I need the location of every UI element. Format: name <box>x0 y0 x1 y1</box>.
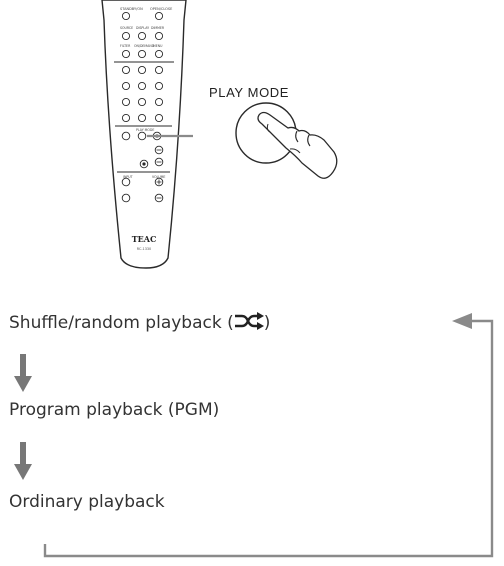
remote-label-ondemand: ON/DEMAND <box>134 44 155 48</box>
remote-play-mode-button[interactable] <box>137 131 147 141</box>
flow-step-program: Program playback (PGM) <box>9 400 220 420</box>
down-arrow-2 <box>14 464 32 480</box>
return-loop <box>43 313 494 558</box>
remote-label-input: INPUT <box>123 175 133 179</box>
flow-step-shuffle-text: Shuffle/random playback ( <box>9 313 234 333</box>
play-mode-button-illustration <box>235 102 338 179</box>
remote-model-label: RC-1330 <box>137 247 151 251</box>
remote-control: STANDBY/ON OPEN/CLOSE SOURCE DISPLAY DIM… <box>101 0 187 269</box>
remote-label-display: DISPLAY <box>136 26 149 30</box>
remote-label-dimmer: DIMMER <box>151 26 165 30</box>
remote-number-pad <box>121 65 164 123</box>
remote-label-playmode: PLAY MODE <box>136 128 154 132</box>
remote-label-source: SOURCE <box>120 26 133 30</box>
play-mode-callout-label: PLAY MODE <box>209 85 290 100</box>
remote-label-openclose: OPEN/CLOSE <box>150 7 172 11</box>
remote-label-volume: VOLUME <box>152 175 165 179</box>
remote-label-standby: STANDBY/ON <box>120 7 143 11</box>
pressing-hand-icon <box>257 111 338 179</box>
remote-brand-logo: TEAC <box>132 234 157 244</box>
down-arrow-1 <box>14 376 32 392</box>
remote-label-menu: MENU <box>153 44 163 48</box>
flow-step-shuffle-suffix: ) <box>263 313 271 333</box>
shuffle-icon <box>234 312 264 335</box>
flow-step-shuffle: Shuffle/random playback () <box>9 312 270 335</box>
remote-openclose-button[interactable] <box>154 11 164 21</box>
flow-step-ordinary: Ordinary playback <box>9 492 165 512</box>
remote-standby-button[interactable] <box>121 11 131 21</box>
return-arrowhead <box>452 313 472 329</box>
remote-label-filter: FILTER <box>120 44 131 48</box>
flow-arrows <box>14 354 32 480</box>
